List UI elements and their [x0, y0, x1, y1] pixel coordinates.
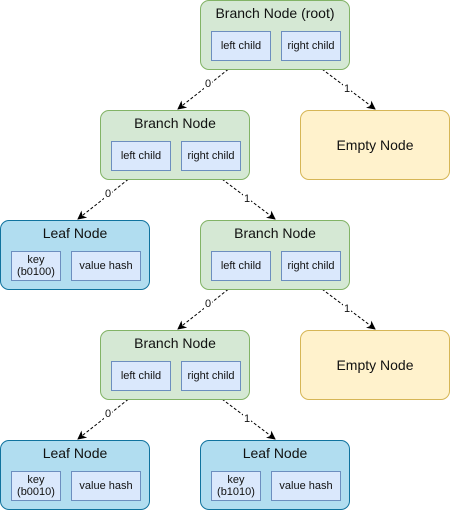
right-child-slot: right child [181, 361, 241, 391]
leaf-node: Leaf Node key (b1010) value hash [200, 440, 350, 510]
left-child-slot: left child [211, 251, 271, 281]
edge-label-1: 1 [243, 413, 252, 425]
leaf-node: Leaf Node key (b0010) value hash [0, 440, 150, 510]
branch-node: Branch Node left child right child [200, 220, 350, 290]
right-child-slot: right child [181, 141, 241, 171]
edge-b3-left [77, 389, 141, 440]
branch-node: Branch Node left child right child [100, 330, 250, 400]
value-hash-slot: value hash [71, 251, 141, 281]
edge-label-0: 0 [104, 188, 113, 200]
branch-node-root: Branch Node (root) left child right chil… [200, 0, 350, 70]
right-child-slot: right child [281, 251, 341, 281]
key-slot: key (b0010) [11, 471, 61, 501]
edge-label-0: 0 [104, 408, 113, 420]
edge-b1-left [77, 169, 141, 220]
left-child-slot: left child [211, 31, 271, 61]
edge-b2-left [177, 279, 241, 330]
node-title: Branch Node [134, 115, 216, 131]
key-slot: key (b0100) [11, 251, 61, 281]
key-slot: key (b1010) [211, 471, 261, 501]
edge-b3-right [209, 389, 276, 440]
empty-node: Empty Node [300, 110, 450, 180]
value-hash-slot: value hash [71, 471, 141, 501]
node-title: Branch Node [234, 225, 316, 241]
node-title: Empty Node [336, 137, 414, 153]
edge-label-1: 1 [243, 193, 252, 205]
left-child-slot: left child [111, 141, 171, 171]
leaf-node: Leaf Node key (b0100) value hash [0, 220, 150, 290]
edge-root-right [309, 59, 376, 110]
value-hash-slot: value hash [271, 471, 341, 501]
node-title: Branch Node [134, 335, 216, 351]
edge-label-0: 0 [204, 298, 213, 310]
node-title: Leaf Node [42, 445, 108, 461]
edge-label-0: 0 [204, 78, 213, 90]
node-title: Leaf Node [242, 445, 308, 461]
right-child-slot: right child [281, 31, 341, 61]
edge-b2-right [309, 279, 376, 330]
edge-b1-right [209, 169, 276, 220]
node-title: Leaf Node [42, 225, 108, 241]
left-child-slot: left child [111, 361, 171, 391]
edge-label-1: 1 [343, 83, 352, 95]
node-title: Empty Node [336, 357, 414, 373]
node-title: Branch Node (root) [215, 5, 335, 21]
empty-node: Empty Node [300, 330, 450, 400]
edge-label-1: 1 [343, 303, 352, 315]
branch-node: Branch Node left child right child [100, 110, 250, 180]
edge-root-left [177, 59, 241, 110]
